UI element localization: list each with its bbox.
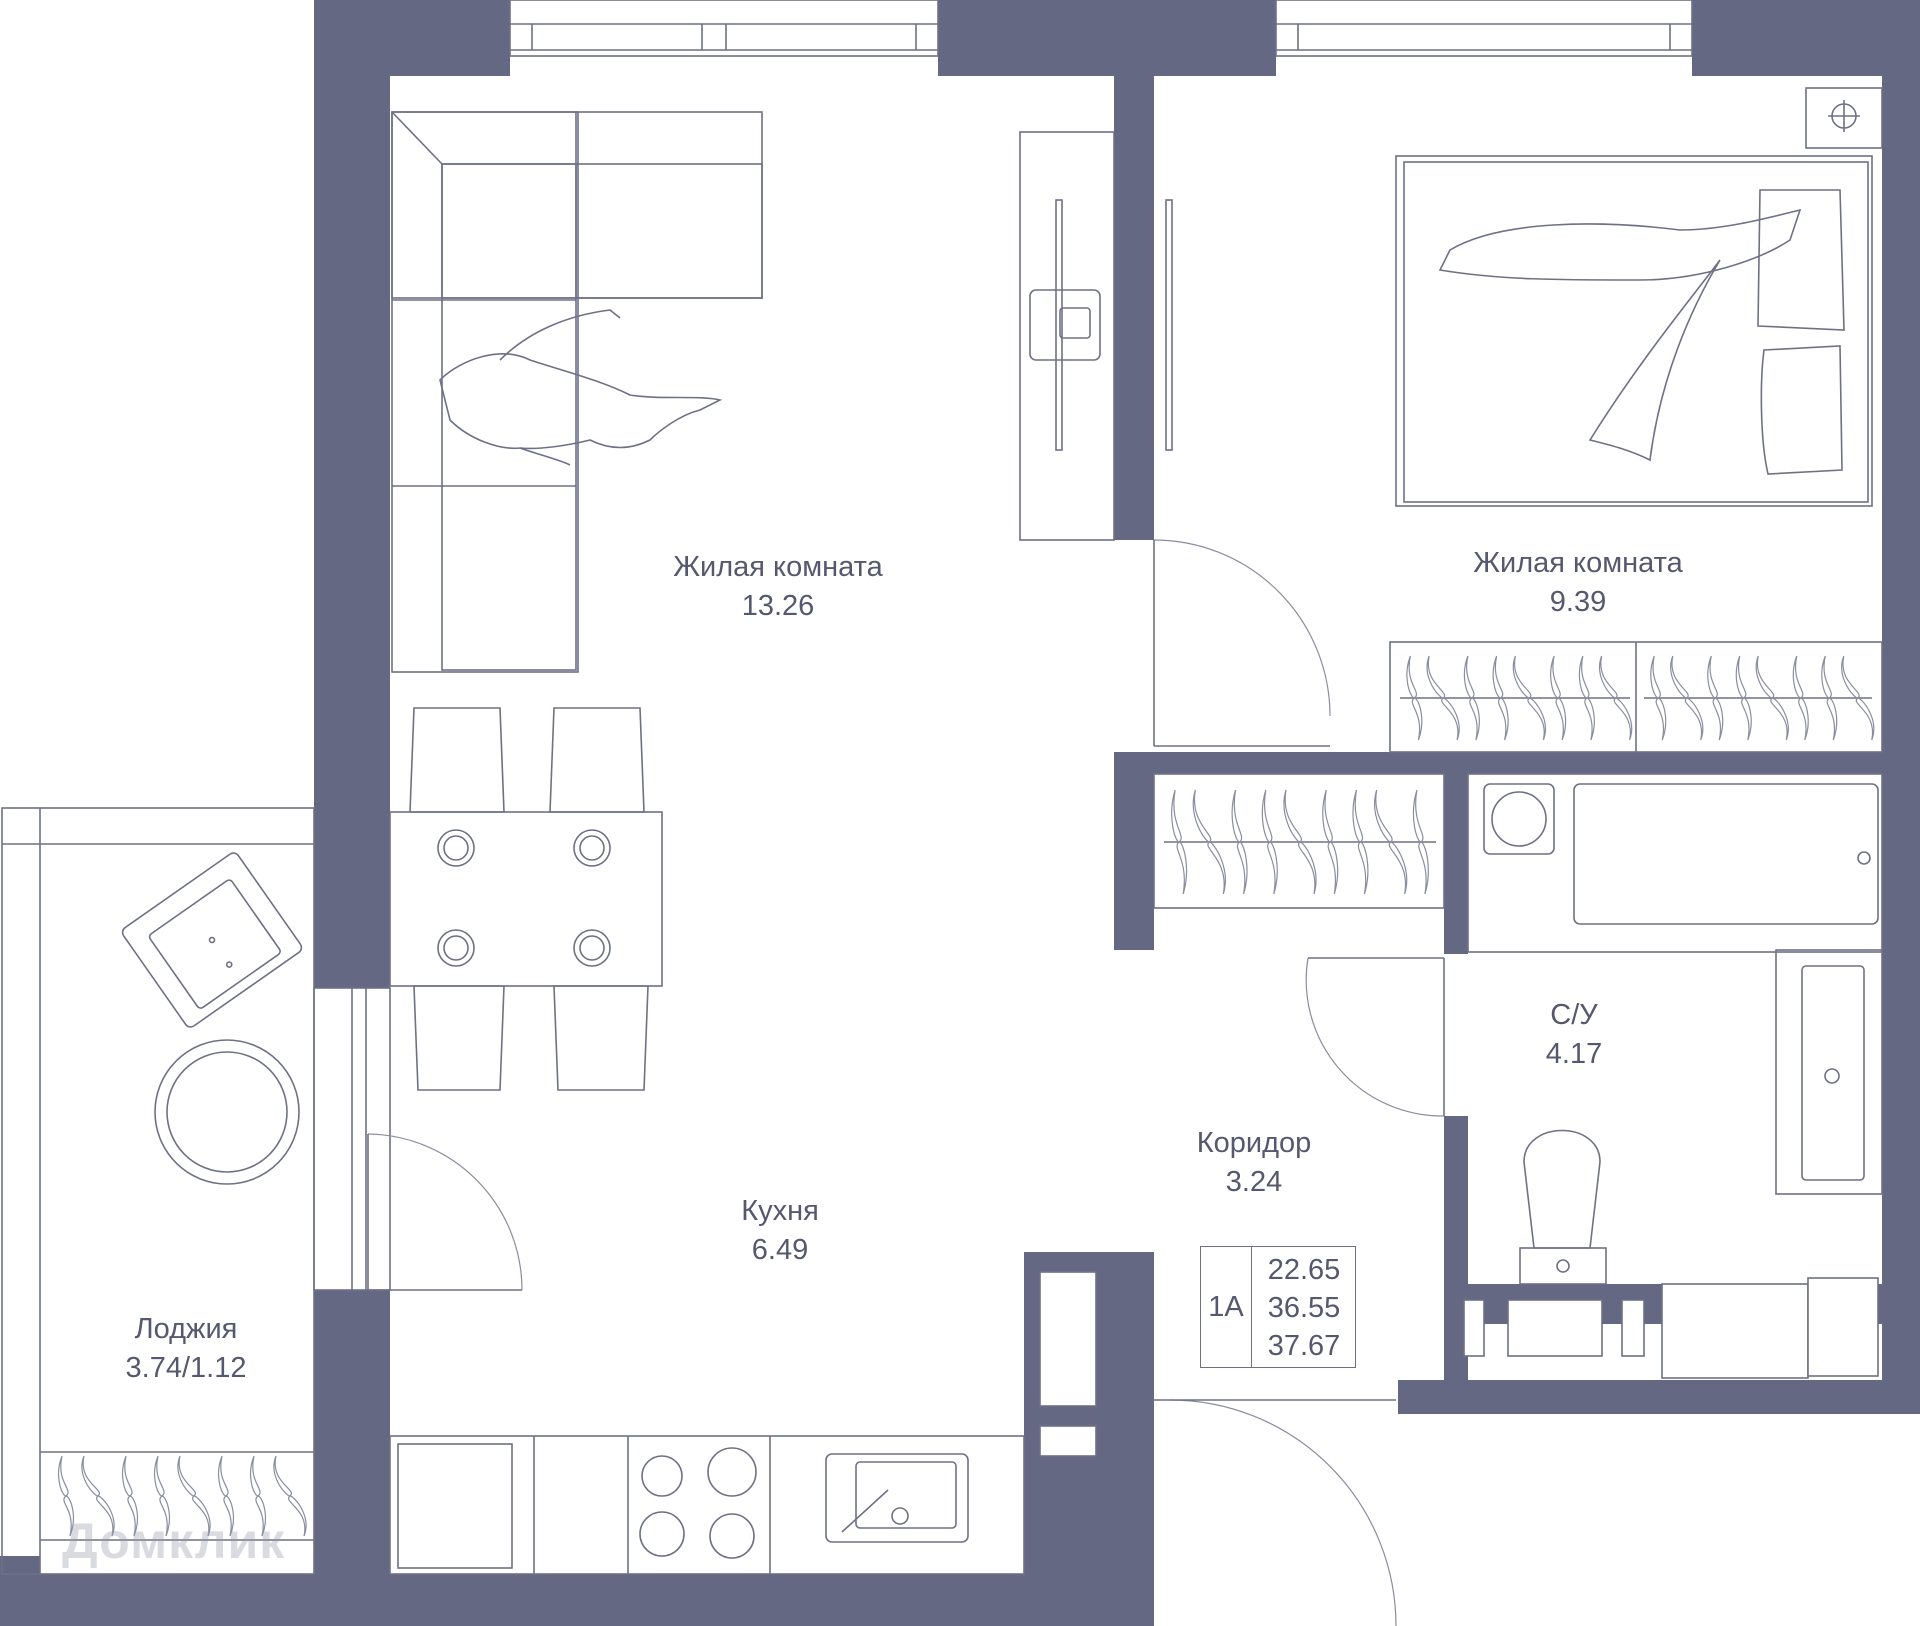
room-name: Коридор — [1196, 1127, 1312, 1159]
sofa-icon — [391, 111, 763, 673]
room-area: 6.49 — [751, 1234, 809, 1266]
bathroom-wall-details — [1039, 1271, 1879, 1457]
crosshair-icon — [1805, 87, 1883, 149]
room-label-loggia: Лоджия 3.74/1.12 — [126, 1310, 247, 1388]
hanger-icon — [1670, 655, 1704, 741]
hangers-small-room-left — [1406, 655, 1633, 741]
hanger-icon — [273, 1455, 307, 1537]
room-name: Жилая комната — [1473, 547, 1683, 579]
room-label-corridor: Коридор 3.24 — [1197, 1124, 1312, 1202]
hanger-icon — [1707, 655, 1724, 741]
hanger-icon — [1792, 655, 1809, 741]
room-area: 13.26 — [741, 590, 815, 622]
tv-stand-icon — [1019, 131, 1115, 541]
bathroom-fixtures — [1467, 773, 1883, 1285]
apartment-areas: 22.65 36.55 37.67 — [1253, 1251, 1355, 1365]
hangers-corridor — [1171, 789, 1429, 895]
round-table-icon — [154, 1039, 300, 1185]
armchair-icon — [121, 852, 303, 1028]
hanger-icon — [1374, 789, 1408, 895]
bed-icon — [1395, 155, 1873, 507]
hanger-icon — [1283, 789, 1317, 895]
wardrobe-corridor — [1153, 773, 1445, 909]
room-area: 3.74/1.12 — [125, 1352, 247, 1384]
kitchen-counter-icon — [389, 1435, 1025, 1575]
tv-small-room — [1165, 199, 1173, 451]
room-label-bathroom: С/У 4.17 — [1546, 996, 1602, 1074]
room-area: 4.17 — [1545, 1038, 1603, 1070]
hanger-icon — [1492, 655, 1509, 741]
hanger-icon — [1406, 655, 1423, 741]
room-name: С/У — [1550, 999, 1598, 1031]
hanger-icon — [1755, 655, 1789, 741]
hanger-icon — [1231, 789, 1248, 895]
hanger-icon — [1352, 789, 1369, 895]
hanger-icon — [1735, 655, 1752, 741]
hanger-icon — [250, 1455, 266, 1537]
person-icon — [439, 309, 723, 466]
room-label-living-large: Жилая комната 13.26 — [673, 548, 882, 626]
hanger-icon — [1550, 655, 1567, 741]
room-name: Лоджия — [134, 1313, 238, 1345]
room-name: Кухня — [741, 1195, 819, 1227]
hanger-icon — [1578, 655, 1595, 741]
watermark: Домклик — [62, 1513, 286, 1569]
hanger-icon — [1261, 789, 1278, 895]
room-area: 9.39 — [1549, 586, 1607, 618]
hanger-icon — [81, 1455, 115, 1537]
hanger-icon — [1322, 789, 1339, 895]
hanger-icon — [1412, 789, 1429, 895]
windows — [313, 0, 1693, 1291]
hanger-icon — [1599, 655, 1633, 741]
hanger-icon — [218, 1455, 234, 1537]
room-area: 3.24 — [1225, 1166, 1283, 1198]
wardrobe-small-room — [1389, 641, 1883, 753]
hanger-icon — [1512, 655, 1546, 741]
hanger-icon — [58, 1455, 74, 1537]
room-label-living-small: Жилая комната 9.39 — [1473, 544, 1682, 622]
room-label-kitchen: Кухня 6.49 — [741, 1192, 819, 1270]
hanger-icon — [177, 1455, 211, 1537]
area-total-with-loggia: 37.67 — [1267, 1330, 1341, 1362]
loggia — [1, 807, 315, 1575]
hanger-icon — [1171, 789, 1188, 895]
hanger-icon — [1821, 655, 1838, 741]
doors — [367, 539, 1445, 1626]
hangers-loggia — [58, 1455, 307, 1537]
apartment-summary: 1А 22.65 36.55 37.67 — [1200, 1246, 1356, 1368]
area-living: 22.65 — [1267, 1254, 1341, 1286]
hanger-icon — [1426, 655, 1460, 741]
room-name: Жилая комната — [673, 551, 883, 583]
hanger-icon — [122, 1455, 138, 1537]
hanger-icon — [1650, 655, 1667, 741]
hangers-small-room-right — [1650, 655, 1875, 741]
area-total: 36.55 — [1267, 1292, 1341, 1324]
dining-table-icon — [389, 707, 663, 1091]
hanger-icon — [1841, 655, 1875, 741]
hanger-icon — [1463, 655, 1480, 741]
hanger-icon — [154, 1455, 170, 1537]
apartment-type: 1А — [1201, 1247, 1252, 1367]
hanger-icon — [1192, 789, 1226, 895]
